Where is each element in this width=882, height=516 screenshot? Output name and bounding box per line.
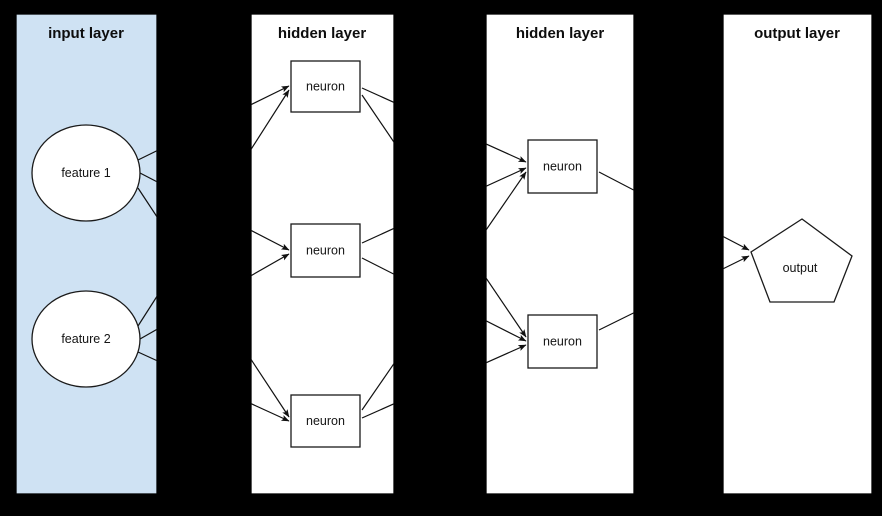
node-label-hidden1-neuron-3: neuron xyxy=(306,414,345,428)
node-label-output-node: output xyxy=(783,261,818,275)
node-hidden1-neuron-3[interactable] xyxy=(290,394,361,448)
node-hidden1-neuron-2[interactable] xyxy=(290,223,361,278)
layer-titles: input layer hidden layer hidden layer outpu… xyxy=(48,25,840,42)
layer-gaps xyxy=(157,0,723,516)
node-hidden2-neuron-1[interactable] xyxy=(527,139,598,194)
panel-hidden-layer-2 xyxy=(485,13,635,495)
node-label-hidden2-neuron-1: neuron xyxy=(543,160,582,174)
panel-title-output-layer: output layer xyxy=(754,25,840,42)
gap-gap-2 xyxy=(394,0,486,516)
node-feature-2[interactable] xyxy=(31,290,141,388)
panel-title-hidden-layer-2: hidden layer xyxy=(516,25,605,42)
panel-title-input-layer: input layer xyxy=(48,25,124,42)
node-hidden2-neuron-2[interactable] xyxy=(527,314,598,369)
node-label-hidden2-neuron-2: neuron xyxy=(543,335,582,349)
node-label-feature-2: feature 2 xyxy=(61,332,110,346)
node-label-hidden1-neuron-1: neuron xyxy=(306,80,345,94)
layer-nodes: feature 1 feature 2 neuron neuron neuron neur… xyxy=(31,60,853,448)
node-label-feature-1: feature 1 xyxy=(61,166,110,180)
panel-title-hidden-layer-1: hidden layer xyxy=(278,25,367,42)
node-feature-1[interactable] xyxy=(31,124,141,222)
node-output-node[interactable] xyxy=(750,218,853,303)
gap-gap-3 xyxy=(634,0,723,516)
panel-input-layer xyxy=(15,13,158,495)
gap-gap-1 xyxy=(157,0,251,516)
node-label-hidden1-neuron-2: neuron xyxy=(306,244,345,258)
node-hidden1-neuron-1[interactable] xyxy=(290,60,361,113)
